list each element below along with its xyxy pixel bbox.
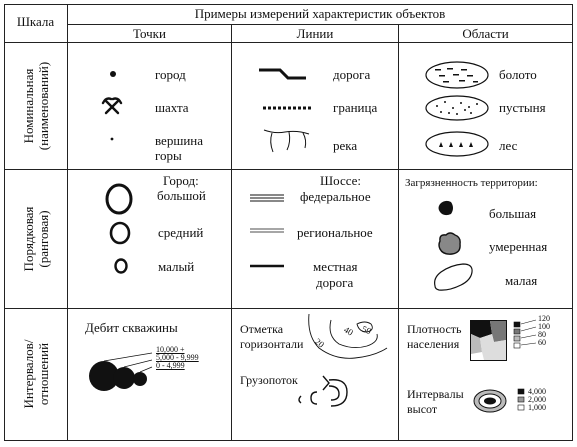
peak-dot-icon xyxy=(110,137,114,141)
pollution-low-icon xyxy=(434,263,473,291)
header-points: Точки xyxy=(133,26,166,41)
city-small-icon xyxy=(114,258,128,274)
mine-icon xyxy=(101,97,123,115)
pollution-title: Загрязненность территории: xyxy=(405,177,538,189)
contour-title-1: Отметка xyxy=(240,322,284,336)
city-dot-icon xyxy=(110,71,116,77)
label-road: дорога xyxy=(333,67,371,82)
label-local-1: местная xyxy=(313,259,358,274)
label-mine: шахта xyxy=(155,100,189,115)
density-legend-values: 120 100 80 60 xyxy=(538,314,550,347)
regional-road-icon xyxy=(250,228,284,233)
label-local-2: дорога xyxy=(316,275,354,290)
label-city-medium: средний xyxy=(158,225,204,240)
label-desert: пустыня xyxy=(499,100,546,115)
label-border: граница xyxy=(333,100,378,115)
pollution-high-icon xyxy=(438,200,453,216)
header-examples: Примеры измерений характеристик объектов xyxy=(194,6,446,21)
row-label-ordinal: Порядковая (ранговая) xyxy=(21,206,51,272)
city-size-title-1: Город: xyxy=(163,173,199,188)
border-line-icon xyxy=(263,106,311,110)
label-federal: федеральное xyxy=(300,189,371,204)
pollution-moderate-icon xyxy=(438,232,461,255)
city-medium-icon xyxy=(109,221,131,245)
forest-area-icon xyxy=(425,131,489,157)
label-peak-1: вершина xyxy=(155,133,204,148)
label-pollution-low: малая xyxy=(505,273,538,288)
height-title-2: высот xyxy=(407,402,438,416)
label-city: город xyxy=(155,67,186,82)
local-road-icon xyxy=(250,264,284,268)
density-title-2: населения xyxy=(407,337,460,351)
header-scale: Шкала xyxy=(16,14,55,29)
height-zones-icon xyxy=(473,388,525,413)
well-rate-legend xyxy=(89,352,153,391)
well-rate-title: Дебит скважины xyxy=(85,320,178,335)
label-regional: региональное xyxy=(297,225,373,240)
header-areas: Области xyxy=(462,26,509,41)
header-lines: Линии xyxy=(296,26,334,41)
highway-title: Шоссе: xyxy=(320,173,362,188)
label-peak-2: горы xyxy=(155,148,182,163)
contour-lines-icon xyxy=(308,313,388,359)
row-label-interval: Интервалов/ отношений xyxy=(21,339,51,409)
cargo-flow-title: Грузопоток xyxy=(240,373,298,387)
desert-area-icon xyxy=(425,95,489,121)
river-line-icon xyxy=(263,129,310,153)
density-title-1: Плотность xyxy=(407,322,462,336)
density-map-icon xyxy=(470,319,537,361)
label-forest: лес xyxy=(499,138,518,153)
row-label-nominal: Номинальная (наименований) xyxy=(21,61,51,151)
label-pollution-high: большая xyxy=(489,206,537,221)
contour-title-2: горизонтали xyxy=(240,337,304,351)
swamp-area-icon xyxy=(425,61,489,89)
height-title-1: Интервалы xyxy=(407,387,464,401)
city-size-title-2: большой xyxy=(157,188,206,203)
label-swamp: болото xyxy=(499,67,537,82)
federal-road-icon xyxy=(250,194,284,202)
city-large-icon xyxy=(105,183,133,215)
label-river: река xyxy=(333,138,358,153)
label-city-small: малый xyxy=(158,259,195,274)
cargo-flow-icon xyxy=(298,375,348,407)
road-line-icon xyxy=(259,68,306,80)
height-legend-values: 4,000 2,000 1,000 xyxy=(528,387,546,412)
well-rate-labels: 10,000 + 5,000 - 9,999 0 - 4,999 xyxy=(156,345,199,370)
label-pollution-moderate: умеренная xyxy=(489,239,548,254)
